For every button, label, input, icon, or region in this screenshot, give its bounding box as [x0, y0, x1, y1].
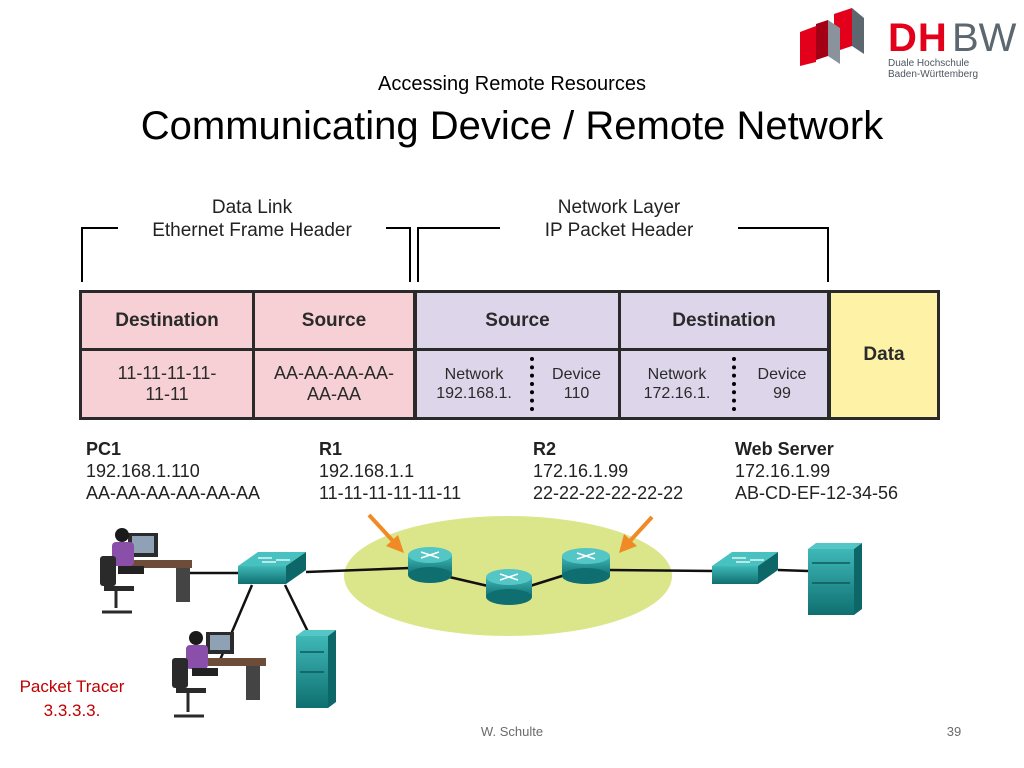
page-number: 39 [946, 724, 962, 739]
ip-source-device: Device 110 [535, 351, 618, 417]
logo-line-1: Duale Hochschule [888, 58, 970, 69]
device-ip-r2: 172.16.1.99 [533, 461, 629, 481]
link-r2-switch2 [607, 568, 715, 573]
ip-source-device-value: 110 [563, 385, 590, 402]
packet-tracer-number: 3.3.3.3. [43, 701, 101, 720]
router-r1-icon [408, 547, 452, 583]
network-diagram [100, 513, 862, 718]
ip-destination-network-value: 172.16.1. [643, 385, 711, 402]
web-server-icon [808, 543, 862, 615]
slide-subtitle: Accessing Remote Resources [378, 73, 646, 95]
ip-source-network: Network 192.168.1. [417, 351, 531, 417]
ip-destination-device-value: 99 [773, 385, 791, 402]
logo-shape-red [800, 26, 816, 66]
device-ip-r1: 192.168.1.1 [319, 461, 415, 481]
pc1-workstation-icon [100, 528, 192, 614]
logo-shape-gray [852, 8, 864, 54]
ip-destination-value: Network 172.16.1. Device 99 [621, 351, 827, 417]
device-name-r1: R1 [319, 439, 343, 459]
ip-destination-divider [732, 357, 736, 411]
ip-source-network-label: Network [444, 366, 504, 383]
switch-2-icon [712, 552, 778, 584]
eth-destination-value-line-1: 11-11-11-11- [117, 363, 217, 383]
device-ip-pc1: 192.168.1.110 [86, 461, 200, 481]
data-cell: Data [831, 293, 937, 417]
device-mac-web-server: AB-CD-EF-12-34-56 [735, 483, 899, 503]
footer-author: W. Schulte [480, 724, 544, 739]
device-info-pc1: PC1 192.168.1.110 AA-AA-AA-AA-AA-AA [86, 438, 306, 504]
server-icon [296, 630, 336, 708]
data-link-label: Data Link Ethernet Frame Header [118, 196, 386, 242]
device-ip-web-server: 172.16.1.99 [735, 461, 831, 481]
eth-source-value-line-2: AA-AA [306, 384, 362, 404]
device-mac-pc1: AA-AA-AA-AA-AA-AA [86, 483, 261, 503]
logo-shape-gray-2 [828, 20, 840, 64]
ip-source-header: Source [417, 293, 618, 348]
frame-table: Destination Source Source Destination 11… [79, 290, 940, 420]
device-mac-r2: 22-22-22-22-22-22 [533, 483, 684, 503]
logo-line-2: Baden-Württemberg [888, 69, 979, 80]
switch-1-icon [238, 552, 306, 584]
eth-destination-header: Destination [82, 293, 252, 348]
eth-destination-value-line-2: 11-11 [145, 384, 189, 404]
pc2-workstation-icon [172, 631, 266, 718]
arrow-to-r2 [619, 515, 654, 553]
link-r1-r3 [444, 574, 489, 588]
eth-source-value: AA-AA-AA-AA- AA-AA [255, 351, 413, 417]
ip-source-divider [530, 357, 534, 411]
link-switch1-r1 [305, 566, 411, 574]
logo-shape-dark [816, 20, 828, 60]
ip-source-device-label: Device [552, 366, 601, 383]
eth-destination-value: 11-11-11-11- 11-11 [82, 351, 252, 417]
eth-source-header: Source [255, 293, 413, 348]
device-mac-r1: 11-11-11-11-11-11 [319, 483, 462, 503]
router-middle-icon [486, 569, 532, 605]
network-bracket-left [417, 227, 500, 282]
packet-tracer-label: Packet Tracer [19, 677, 125, 696]
link-r3-r2 [529, 573, 566, 588]
device-info-r2: R2 172.16.1.99 22-22-22-22-22-22 [533, 438, 733, 504]
router-r2-icon [562, 548, 610, 584]
data-link-bracket-right [386, 227, 411, 282]
ip-destination-header: Destination [621, 293, 827, 348]
data-link-bracket-left [81, 227, 118, 282]
device-info-web-server: Web Server 172.16.1.99 AB-CD-EF-12-34-56 [735, 438, 965, 504]
device-name-r2: R2 [533, 439, 557, 459]
eth-source-value-line-1: AA-AA-AA-AA- [273, 363, 395, 383]
data-link-label-line-1: Data Link [211, 197, 293, 218]
network-bracket-right [738, 227, 829, 282]
data-link-label-line-2: Ethernet Frame Header [152, 220, 352, 241]
ip-destination-device: Device 99 [737, 351, 827, 417]
device-name-pc1: PC1 [86, 439, 122, 459]
logo-text-dh: DH [888, 16, 948, 60]
network-layer-label-line-1: Network Layer [557, 197, 681, 218]
ip-source-value: Network 192.168.1. Device 110 [417, 351, 618, 417]
slide-title: Communicating Device / Remote Network [140, 104, 884, 148]
ip-source-network-value: 192.168.1. [436, 385, 512, 402]
network-layer-label-line-2: IP Packet Header [544, 220, 694, 241]
header-brackets [81, 227, 829, 282]
network-layer-label: Network Layer IP Packet Header [500, 196, 738, 242]
arrow-to-r1 [367, 513, 404, 553]
ip-destination-device-label: Device [757, 366, 807, 383]
device-name-web-server: Web Server [735, 439, 834, 459]
ip-destination-network: Network 172.16.1. [621, 351, 733, 417]
logo-text-bw: BW [952, 16, 1017, 60]
device-info-r1: R1 192.168.1.1 11-11-11-11-11-11 [319, 438, 519, 504]
ip-destination-network-label: Network [647, 366, 707, 383]
link-switch2-webserver [777, 568, 809, 573]
dhbw-logo [800, 8, 864, 66]
